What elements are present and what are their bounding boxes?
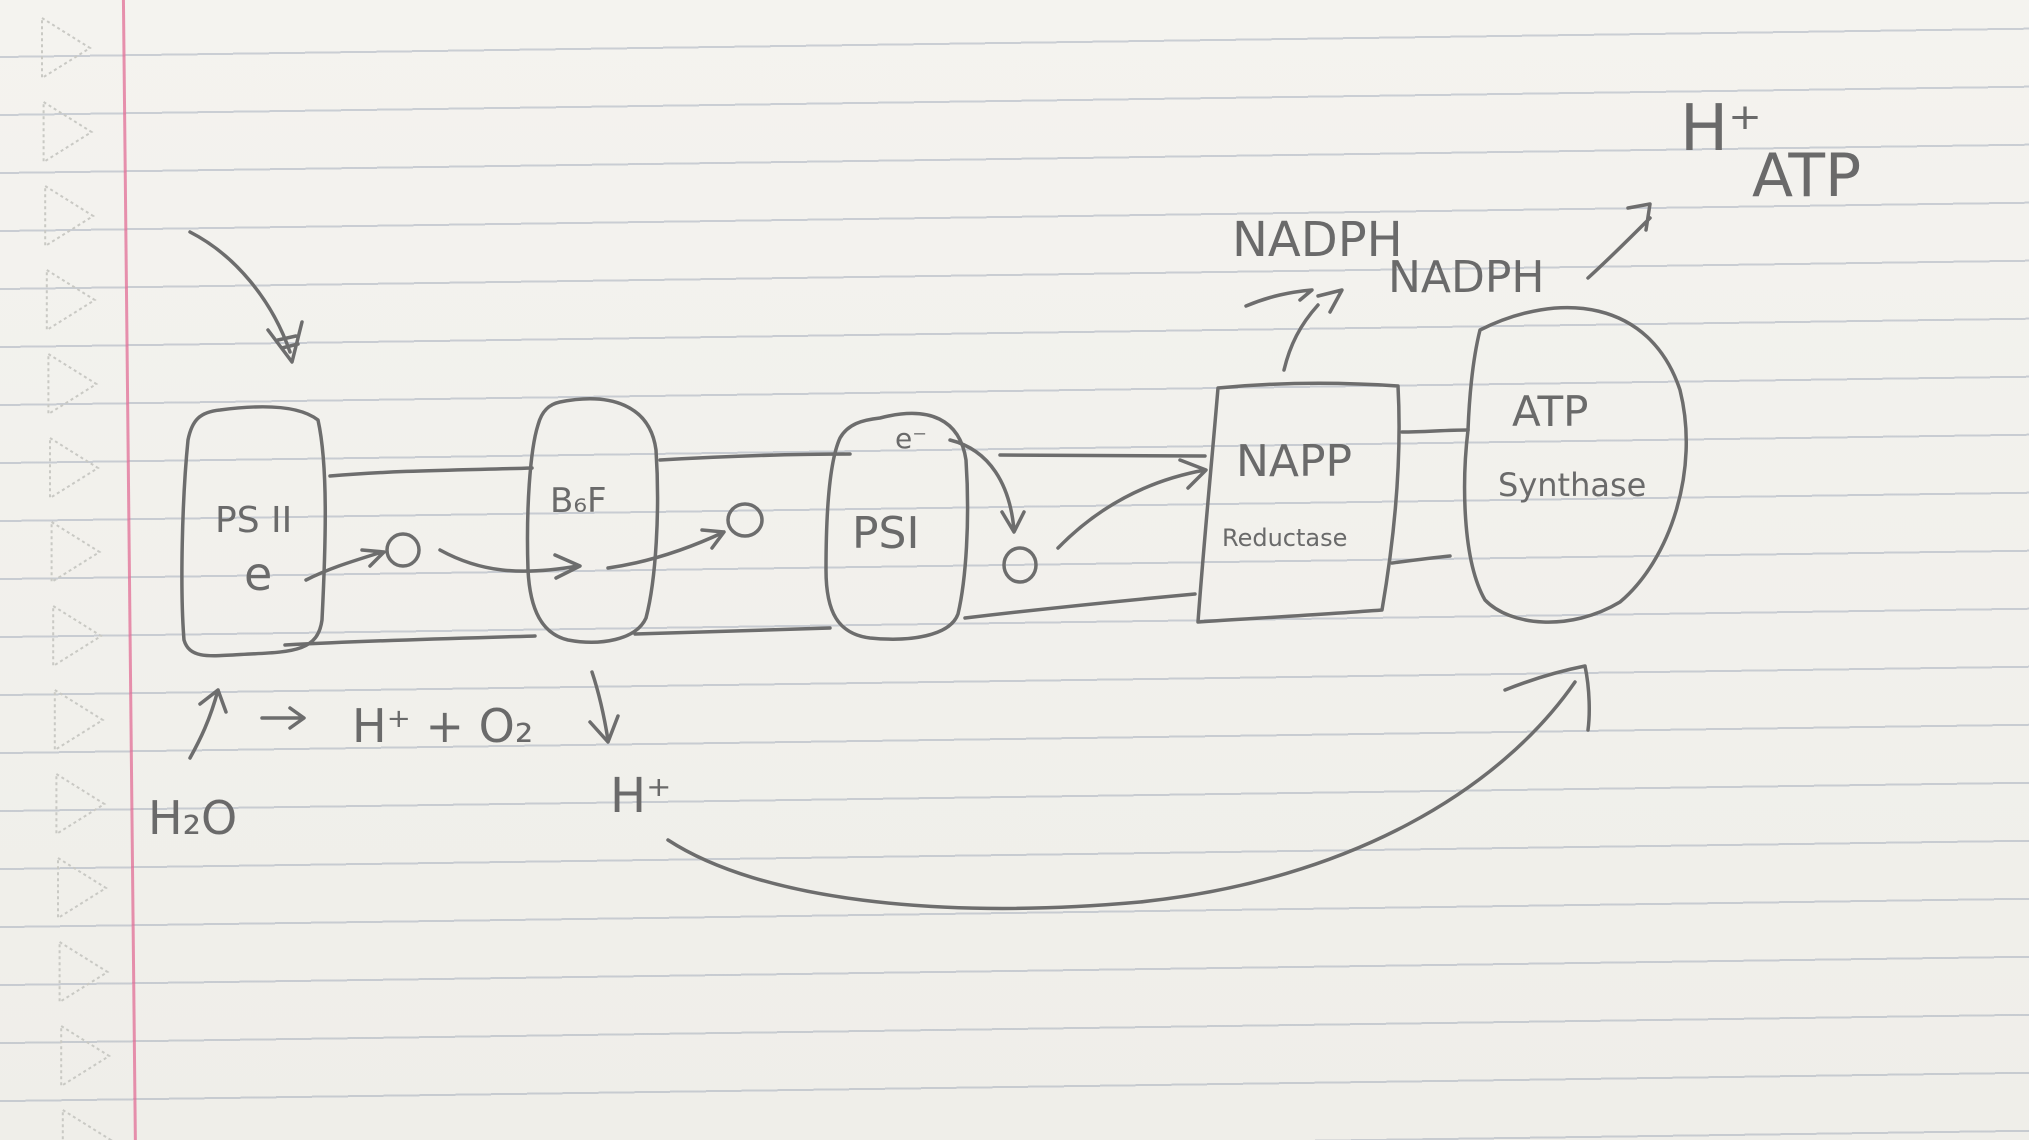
arrow-carrier1-to-b6f (438, 548, 582, 580)
membrane-bottom-3 (963, 592, 1197, 620)
atp-output-arrow (1586, 202, 1652, 280)
nadp-reductase-box[interactable] (1196, 381, 1401, 624)
arrow-b6f-to-carrier2 (606, 528, 726, 570)
perforation-triangle (52, 604, 104, 668)
water-input-arrow (188, 688, 228, 760)
ps1-electron-label: e⁻ (895, 422, 927, 455)
b6f-box[interactable] (525, 397, 660, 644)
perforation-triangle (49, 436, 100, 500)
napp-label: NAPP (1236, 436, 1352, 487)
nadph-arrow-label: NADPH (1388, 252, 1545, 303)
perforation-triangle (44, 184, 96, 248)
perforation-triangle (50, 520, 102, 584)
membrane-bottom-1 (283, 634, 537, 647)
membrane-bottom-4 (1390, 554, 1452, 565)
membrane-bottom-2 (633, 626, 832, 636)
ps2-label: PS II (215, 500, 292, 541)
perforation-triangle (47, 352, 99, 416)
ps2-electron-label: e (244, 547, 272, 601)
perforation-triangle (53, 688, 105, 752)
solar-arrow (188, 230, 292, 354)
carrier-circle-3 (1002, 546, 1038, 584)
synthase-label: Synthase (1498, 466, 1646, 504)
perforation-triangle (58, 940, 110, 1004)
carrier-circle-1 (385, 532, 421, 568)
nadph-top-label: NADPH (1232, 212, 1403, 268)
membrane-top-4 (1400, 428, 1470, 434)
water-split-arrow (260, 706, 306, 730)
perforation-triangles (41, 16, 113, 1140)
proton-release-arrow (588, 670, 620, 744)
atp-output-label: ATP (1752, 141, 1861, 211)
ps2-box[interactable] (180, 405, 328, 658)
h2o-label: H₂O (148, 791, 237, 845)
reductase-output-line (1282, 303, 1320, 372)
carrier-circle-2 (726, 502, 764, 538)
b6f-label: B₆F (550, 481, 607, 521)
reductase-label: Reductase (1222, 524, 1347, 552)
solar-arrowhead (266, 320, 304, 364)
water-split-label: H⁺ + O₂ (352, 699, 533, 753)
arrow-ps1-to-carrier3 (948, 438, 1026, 534)
h-plus-top-label: H⁺ (1680, 92, 1762, 166)
perforation-triangle (60, 1024, 112, 1088)
perforation-triangle (57, 856, 108, 920)
nadph-arrow (1244, 288, 1344, 314)
perforation-triangle (42, 100, 94, 164)
ps1-label: PSI (852, 508, 919, 559)
atp-synthase-top-label: ATP (1512, 387, 1588, 436)
membrane-top-1 (328, 466, 534, 478)
h-plus-bottom-label: H⁺ (610, 768, 671, 824)
perforation-triangle (41, 16, 92, 80)
proton-gradient-arrow (666, 664, 1591, 911)
perforation-triangle (45, 268, 97, 332)
arrow-carrier3-to-reductase (1056, 458, 1208, 550)
perforation-triangle (55, 772, 107, 836)
atp-synthase[interactable] (1462, 305, 1688, 624)
arrow-e-to-carrier1 (304, 548, 386, 582)
membrane-top-2 (658, 452, 852, 462)
membrane-top-3 (998, 453, 1207, 458)
ps1-box[interactable] (824, 411, 970, 641)
